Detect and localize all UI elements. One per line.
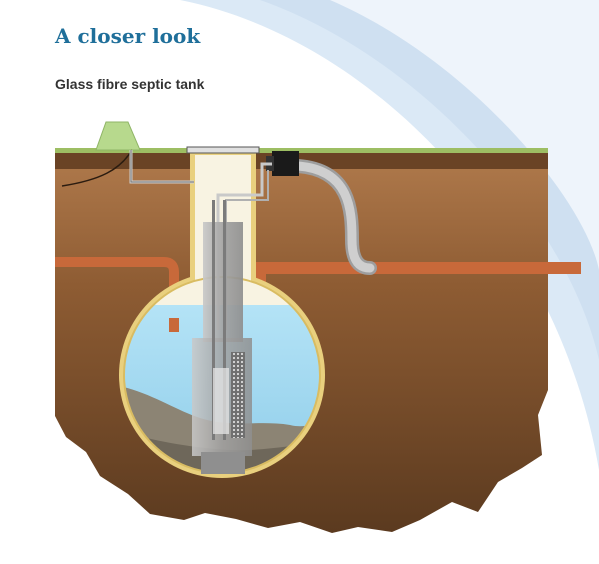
grass-strip xyxy=(55,148,548,153)
inlet-pipe-end xyxy=(169,318,179,332)
filter-mesh-light xyxy=(213,368,229,434)
vent-cone-icon xyxy=(95,121,141,151)
pump-rod-left xyxy=(212,200,215,440)
filter-mesh-icon xyxy=(231,352,245,438)
outlet-pipe xyxy=(256,262,581,274)
vent-cable xyxy=(61,149,133,187)
pump-rod-right xyxy=(223,200,226,440)
grey-hose-highlight xyxy=(293,161,375,273)
tank-lid xyxy=(186,146,260,154)
background-arc-white xyxy=(330,0,599,270)
pump-icon xyxy=(201,452,245,474)
page-subtitle: Glass fibre septic tank xyxy=(55,76,205,92)
junction-box-icon xyxy=(272,151,299,176)
vent-pipe-outline xyxy=(130,150,194,183)
page-title: A closer look xyxy=(55,24,201,48)
inlet-pipe xyxy=(55,257,179,330)
